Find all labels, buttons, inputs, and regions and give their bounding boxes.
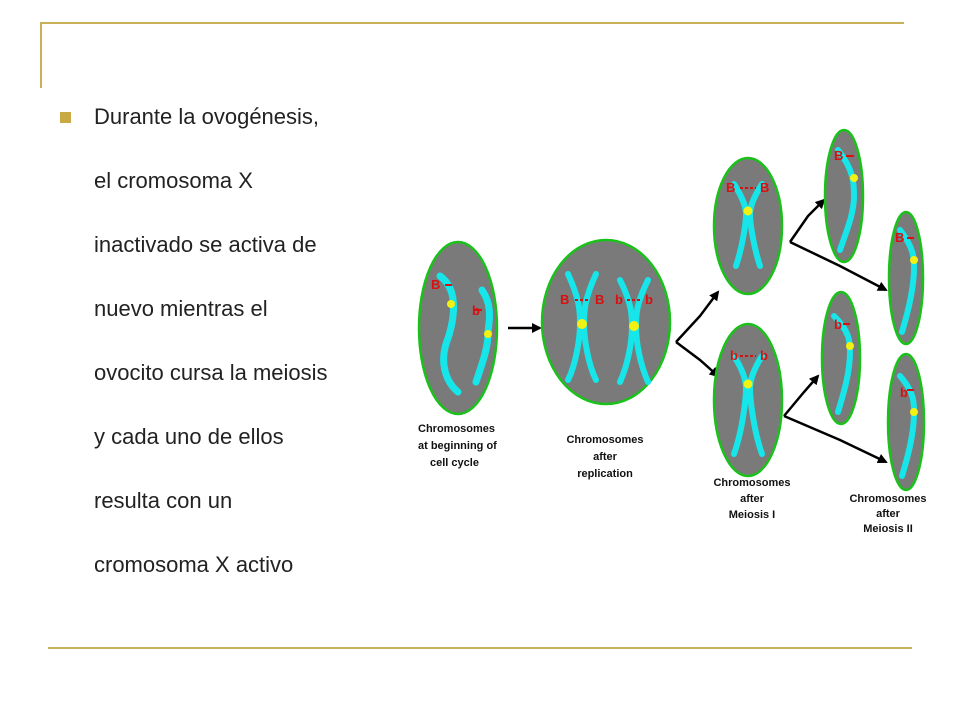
chromatid: [835, 147, 858, 253]
allele-label: b: [900, 385, 908, 400]
bullet-line: el cromosoma X: [94, 168, 253, 193]
stage-label-4: Chromosomes after Meiosis II: [849, 493, 926, 535]
centromere: [910, 256, 918, 264]
stage-label-line: at beginning of: [418, 440, 497, 452]
stage-label-1: Chromosomes at beginning of cell cycle: [418, 423, 497, 469]
stage-label-line: Chromosomes: [713, 477, 790, 489]
cell-stage-4: B B b b: [820, 128, 926, 492]
allele-label: b: [615, 292, 623, 307]
stage-label-line: replication: [577, 468, 633, 480]
top-border-line: [40, 22, 904, 24]
cell-4-b: [887, 210, 925, 346]
centromere: [743, 206, 753, 216]
bullet-line: y cada uno de ellos: [94, 424, 284, 449]
allele-label: B: [726, 180, 735, 195]
centromere: [846, 342, 854, 350]
allele-label: b: [760, 348, 768, 363]
bullet-line: cromosoma X activo: [94, 552, 294, 577]
stage-label-line: Chromosomes: [849, 493, 926, 505]
stage-label-line: after: [593, 451, 618, 463]
allele-label: b: [834, 317, 842, 332]
stage-label-line: Chromosomes: [566, 434, 643, 446]
cell-2: [540, 238, 672, 406]
allele-label: B: [895, 230, 904, 245]
cell-stage-3: B B b b: [712, 156, 784, 478]
arrow-stage3-top-to-4-a: [788, 198, 826, 243]
meiosis-diagram: B b B B b b B B b b: [417, 128, 927, 535]
stage-label-line: Meiosis II: [863, 523, 913, 535]
centromere: [447, 300, 455, 308]
allele-label: b: [645, 292, 653, 307]
allele-label: B: [431, 277, 440, 292]
allele-label: b: [472, 303, 480, 318]
bullet-line: Durante la ovogénesis,: [94, 104, 320, 129]
bullet-line: resulta con un: [94, 488, 233, 513]
left-border-line: [40, 22, 42, 88]
chromosome: [436, 272, 462, 396]
bullet-list: Durante la ovogénesis, el cromosoma X in…: [60, 98, 400, 610]
arrow-stage2-to-3-bottom: [675, 341, 720, 378]
chromatid: [831, 313, 854, 415]
arrow-stage2-to-3-top: [675, 290, 720, 343]
cell-4-c: [820, 290, 862, 426]
bullet-line: nuevo mientras el: [94, 296, 268, 321]
allele-label: B: [760, 180, 769, 195]
stage-label-line: after: [740, 493, 765, 505]
allele-label: B: [560, 292, 569, 307]
centromere: [850, 174, 858, 182]
stage-label-line: after: [876, 508, 901, 520]
stage-label-line: Meiosis I: [729, 509, 775, 521]
centromere: [910, 408, 918, 416]
arrow-stage3-bottom-to-4-a: [783, 374, 820, 417]
allele-label: B: [834, 148, 843, 163]
centromere: [743, 379, 753, 389]
stage-label-2: Chromosomes after replication: [566, 434, 643, 480]
allele-label: b: [730, 348, 738, 363]
arrow-stage3-bottom-to-4-b: [783, 414, 888, 464]
square-bullet-icon: [60, 112, 71, 123]
chromatid: [897, 227, 918, 335]
stage-label-line: cell cycle: [430, 457, 479, 469]
centromere: [577, 319, 587, 329]
cell-stage-2: B B b b: [540, 238, 672, 406]
cell-4-a: [823, 128, 865, 264]
centromere: [484, 330, 492, 338]
bullet-line: ovocito cursa la meiosis: [94, 360, 328, 385]
cell-stage-1: B b: [417, 240, 499, 416]
bottom-border-line: [48, 647, 912, 649]
allele-label: B: [595, 292, 604, 307]
centromere: [629, 321, 639, 331]
cell-4-d: [886, 352, 926, 492]
stage-label-line: Chromosomes: [418, 423, 495, 435]
stage-label-3: Chromosomes after Meiosis I: [713, 477, 790, 521]
arrow-stage3-top-to-4-b: [789, 240, 888, 292]
bullet-line: inactivado se activa de: [94, 232, 317, 257]
bullet-item: Durante la ovogénesis, el cromosoma X in…: [60, 98, 400, 610]
